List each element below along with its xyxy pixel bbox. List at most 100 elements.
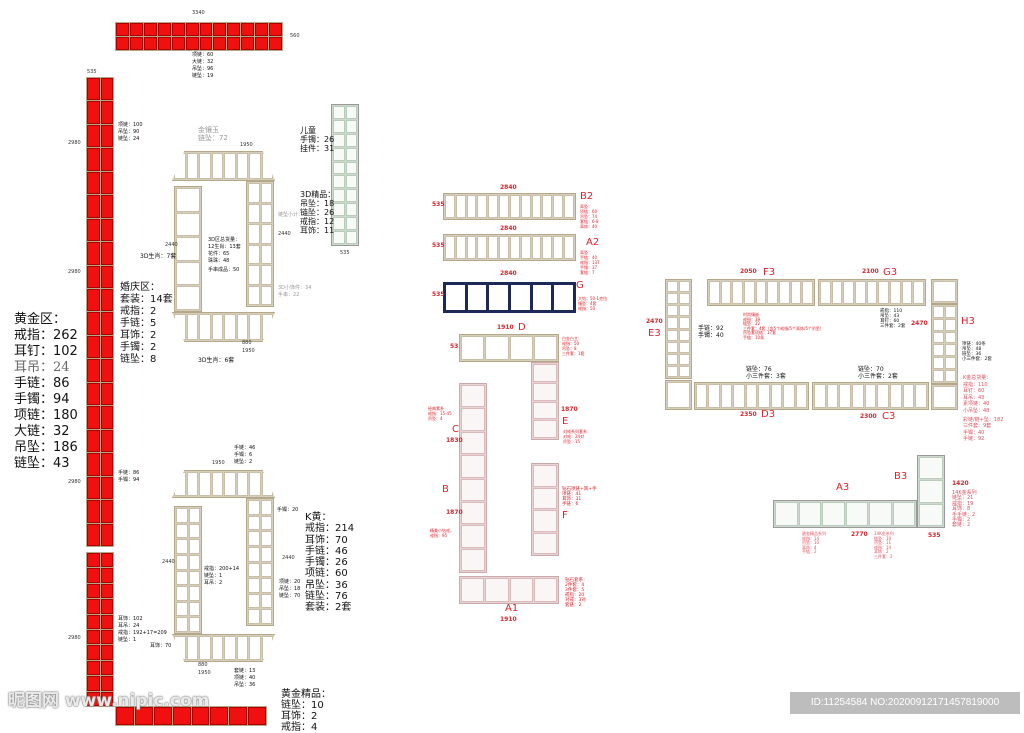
display-cell <box>564 236 574 259</box>
display-cell <box>890 384 902 408</box>
display-cell <box>798 502 821 526</box>
dimension-label: 535 <box>340 250 350 256</box>
dimension-label: 2470 <box>646 318 663 325</box>
display-cell <box>531 236 542 259</box>
cabinet-g <box>443 282 576 313</box>
display-cell <box>345 161 357 175</box>
display-cell <box>933 386 956 408</box>
display-cell <box>199 153 211 179</box>
dimension-label: 2980 <box>68 635 81 641</box>
section-label-f3: F3 <box>763 267 776 278</box>
section-label-a3: A3 <box>836 482 850 493</box>
section-label-a2: A2 <box>586 237 600 248</box>
display-cell <box>87 568 100 583</box>
display-cell <box>333 203 345 217</box>
display-cell <box>224 314 236 340</box>
display-cell <box>915 384 927 408</box>
display-cell <box>732 281 743 304</box>
display-cell <box>248 285 260 305</box>
display-cell <box>248 578 260 593</box>
display-cell <box>87 101 100 124</box>
display-cell <box>87 676 100 691</box>
dimension-label: 2440 <box>165 242 178 248</box>
display-cell <box>87 629 100 645</box>
display-cell <box>866 281 878 304</box>
display-cell <box>213 23 227 36</box>
display-cell <box>188 539 200 554</box>
display-cell <box>188 570 200 586</box>
display-cell <box>176 261 200 286</box>
display-cell <box>213 37 227 50</box>
dimension-label: 2100 <box>862 268 879 275</box>
display-cell <box>488 284 509 311</box>
display-cell <box>87 124 100 148</box>
display-cell <box>186 153 198 179</box>
section-label-f: F <box>562 510 568 521</box>
section-label-g3: G3 <box>883 267 898 278</box>
display-cell <box>843 281 854 304</box>
display-cell <box>100 78 113 101</box>
display-cell <box>533 578 557 602</box>
display-cell <box>767 281 778 304</box>
display-cell <box>461 578 485 602</box>
display-cell <box>790 281 802 304</box>
note: 链坠小计：50 <box>278 212 310 218</box>
display-cell <box>531 284 553 311</box>
cabinet-d <box>459 334 559 362</box>
section-label-b: B <box>442 484 449 495</box>
display-cell <box>116 37 129 50</box>
display-cell <box>477 236 488 259</box>
display-cell <box>822 502 845 526</box>
display-cell <box>679 365 690 377</box>
display-cell <box>87 660 100 676</box>
display-cell <box>745 384 758 408</box>
display-cell <box>260 546 272 562</box>
display-cell <box>87 523 100 546</box>
display-cell <box>87 453 100 476</box>
display-cell <box>533 487 557 509</box>
display-cell <box>199 636 211 660</box>
display-cell <box>87 312 100 335</box>
dimension-label: 2840 <box>500 225 517 232</box>
display-cell <box>461 525 485 548</box>
display-cell <box>260 265 272 285</box>
display-cell <box>188 508 200 523</box>
display-cell <box>902 384 915 408</box>
display-cell <box>553 195 564 218</box>
display-cell <box>87 359 100 382</box>
dimension-label: 1950 <box>242 348 255 354</box>
counter1-top <box>172 151 275 181</box>
display-cell <box>176 539 188 554</box>
display-cell <box>461 455 485 478</box>
display-cell <box>345 147 357 161</box>
display-cell <box>229 707 248 725</box>
dimension-label: 1910 <box>500 616 517 623</box>
display-cell <box>696 384 708 408</box>
dimension-label: 2050 <box>740 268 757 275</box>
note: 大钻：50-1克拉镶坠：4套戒指：50 <box>578 296 608 311</box>
display-cell <box>919 480 943 503</box>
display-cell <box>87 476 100 500</box>
display-cell <box>901 281 913 304</box>
display-cell <box>211 314 223 340</box>
dimension-label: 3340 <box>192 10 205 16</box>
dimension-label: 1870 <box>561 406 578 413</box>
display-cell <box>667 293 678 305</box>
display-cell <box>210 707 229 725</box>
dimension-label: 2440 <box>282 555 295 561</box>
display-cell <box>783 384 795 408</box>
display-cell <box>333 189 345 203</box>
display-cell <box>269 23 282 36</box>
display-cell <box>878 281 889 304</box>
display-cell <box>679 281 690 293</box>
display-cell <box>260 183 272 203</box>
display-cell <box>176 554 188 570</box>
